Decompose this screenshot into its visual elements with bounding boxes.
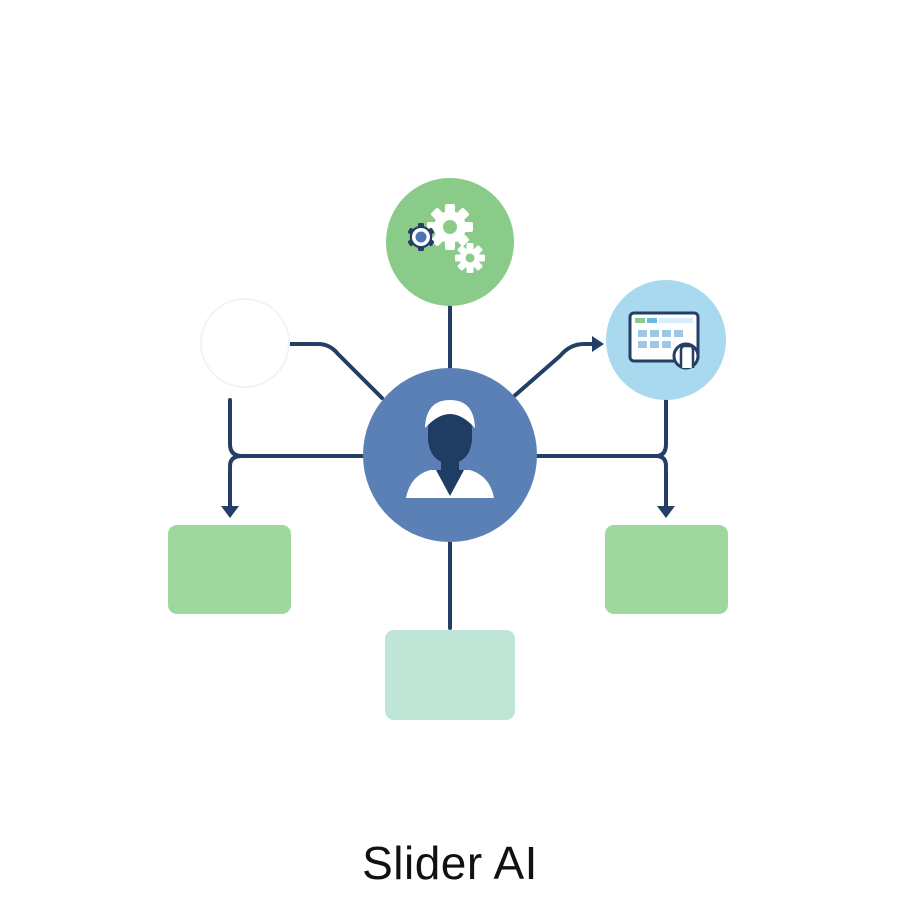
gears-icon	[407, 204, 485, 273]
arrowhead-right-box	[657, 506, 675, 518]
connector-center-to-upper-left	[288, 342, 384, 400]
arrowheads	[221, 336, 675, 518]
connector-right-node-down	[654, 396, 668, 458]
bottom-box	[385, 630, 515, 720]
connector-center-to-right-node	[510, 342, 598, 400]
connectors	[228, 300, 668, 630]
user-icon	[406, 400, 494, 498]
right-box	[605, 525, 728, 614]
settings-node	[386, 178, 514, 306]
connector-center-to-left-box	[228, 454, 366, 510]
dashboard-node	[606, 280, 726, 400]
dashboard-pointer-icon	[628, 311, 700, 370]
upper-left-node	[200, 298, 290, 388]
user-node	[363, 368, 537, 542]
caption: Slider AI	[362, 837, 538, 889]
connector-left-branch	[228, 398, 244, 458]
connector-center-to-right-box	[534, 454, 668, 510]
arrowhead-right-node	[592, 336, 604, 352]
arrowhead-left-box	[221, 506, 239, 518]
left-box	[168, 525, 291, 614]
